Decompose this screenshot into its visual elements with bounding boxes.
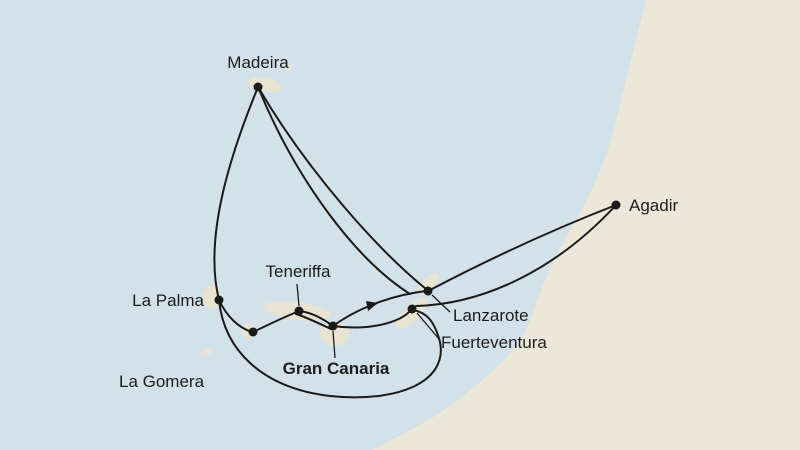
port-label-agadir: Agadir — [629, 196, 678, 215]
port-label-fuerteventura: Fuerteventura — [441, 333, 547, 352]
el-hierro-island — [201, 348, 213, 356]
port-label-madeira: Madeira — [227, 53, 289, 72]
route-arrowhead — [366, 301, 378, 311]
port-label-lanzarote: Lanzarote — [453, 306, 529, 325]
port-label-gran-canaria: Gran Canaria — [283, 359, 390, 378]
route-madeira-lanzarote-east — [257, 86, 427, 290]
port-dot-madeira — [253, 82, 263, 92]
port-label-la-palma: La Palma — [132, 291, 204, 310]
port-dot-teneriffa — [294, 306, 304, 316]
port-dot-lanzarote — [423, 286, 433, 296]
port-dot-fuerteventura — [407, 304, 417, 314]
route-agadir-lanzarote-north — [431, 204, 617, 290]
gran-canaria-leader-line — [332, 330, 336, 359]
port-dot-la-gomera — [248, 327, 258, 337]
route-madeira-lanzarote-west — [257, 86, 411, 295]
port-dot-agadir — [611, 200, 621, 210]
africa-landmass — [372, 0, 800, 450]
port-label-la-gomera: La Gomera — [119, 372, 205, 391]
port-label-teneriffa: Teneriffa — [266, 262, 331, 281]
lanzarote-leader-line — [431, 294, 451, 313]
port-dot-gran-canaria — [328, 321, 338, 331]
teneriffa-leader-line — [296, 283, 300, 307]
port-dot-la-palma — [214, 295, 224, 305]
route-gran-canaria-fuerteventura — [332, 309, 412, 329]
route-agadir-fuerteventura-south — [415, 204, 617, 307]
route-islands-south-loop — [218, 299, 442, 399]
porto-santo-island — [285, 65, 293, 71]
route-madeira-la-palma — [213, 86, 259, 301]
fuerteventura-leader-line — [416, 312, 440, 340]
